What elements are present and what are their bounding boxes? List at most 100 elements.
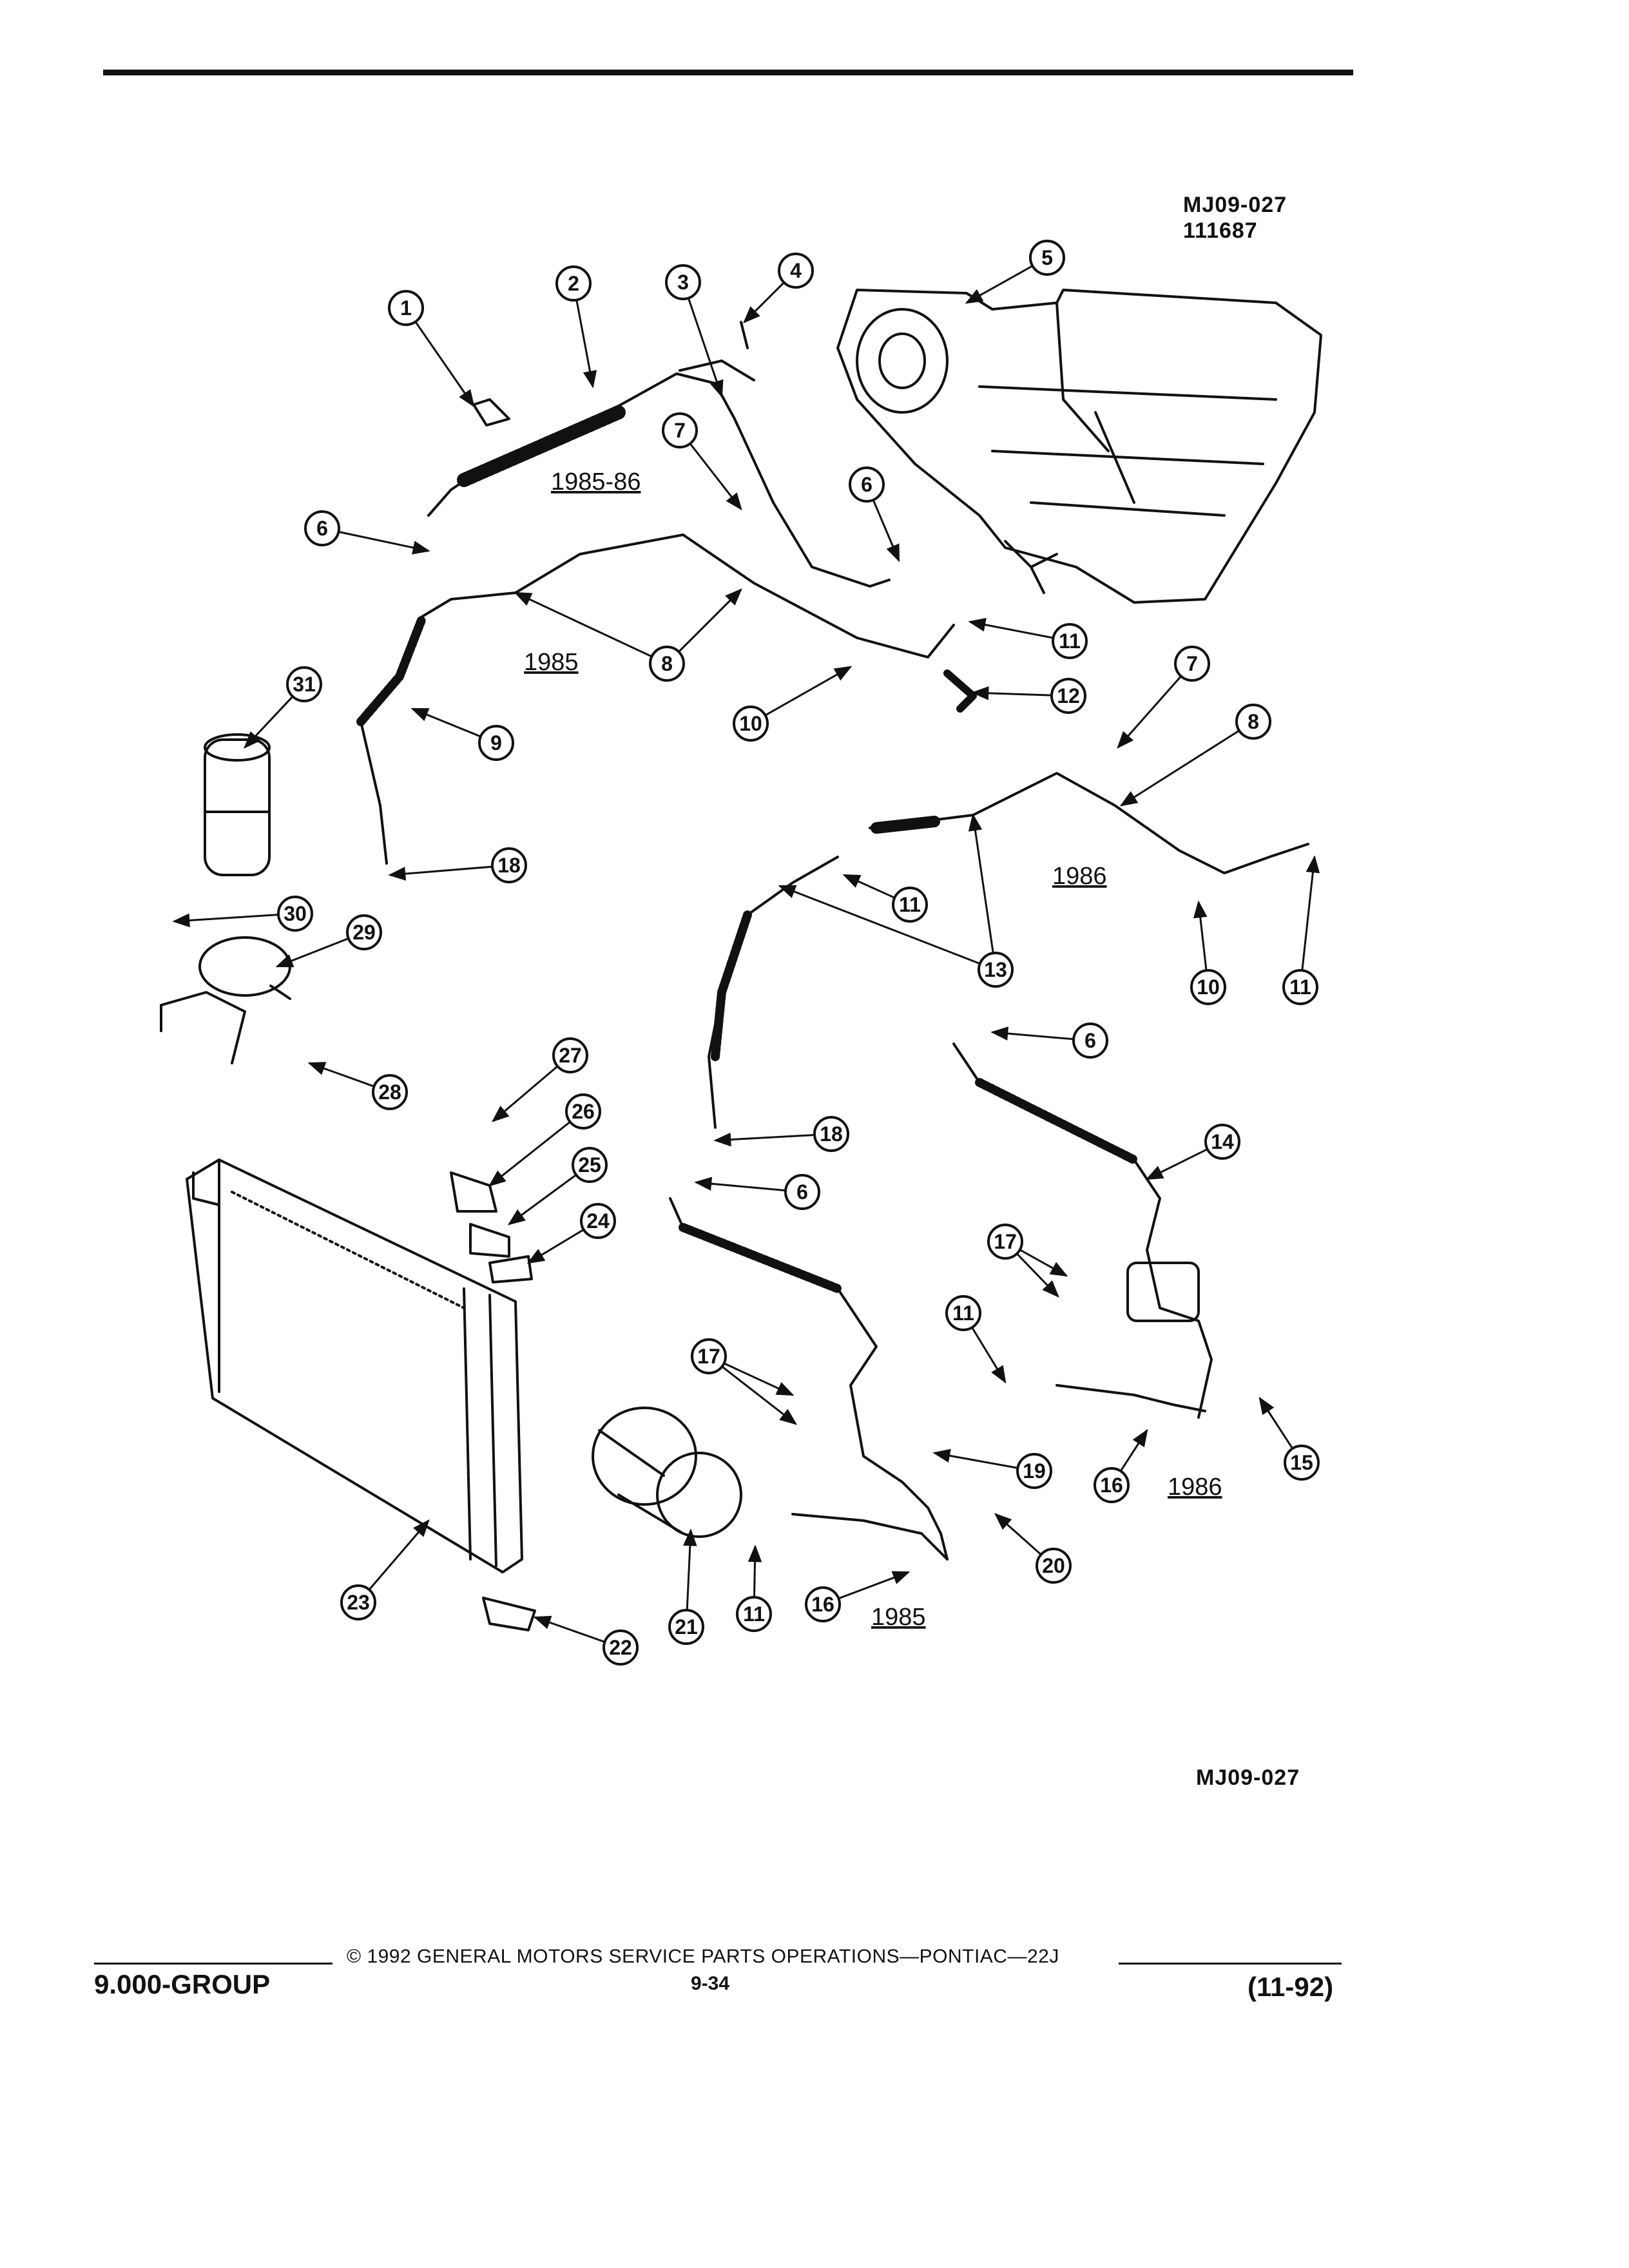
callout-circle <box>1052 623 1088 659</box>
callout-number: 11 <box>899 893 921 916</box>
tube-1986-drawing <box>708 772 1309 1129</box>
callout-circle <box>892 887 928 923</box>
callout-circle <box>1016 1453 1052 1489</box>
callout-6: 6 <box>1072 1023 1108 1059</box>
callout-leader <box>244 695 294 749</box>
callout-circle <box>945 1295 981 1331</box>
callout-number: 17 <box>994 1230 1017 1253</box>
callout-circle <box>580 1203 616 1239</box>
callout-circle <box>552 1037 588 1073</box>
callout-circle <box>565 1093 601 1129</box>
callout-leader <box>723 1362 795 1396</box>
callout-29: 29 <box>346 914 382 950</box>
callout-number: 1 <box>400 296 412 320</box>
callout-number: 7 <box>674 419 686 442</box>
callout-circle <box>1282 969 1318 1005</box>
callout-number: 9 <box>490 731 502 754</box>
callout-18: 18 <box>813 1116 849 1152</box>
callout-leader <box>1258 1396 1294 1450</box>
callout-circle <box>372 1074 408 1110</box>
callout-leader <box>838 1571 911 1600</box>
callout-number: 22 <box>609 1636 632 1659</box>
callout-31: 31 <box>286 666 322 702</box>
callout-circle <box>849 466 885 503</box>
callout-circle <box>1284 1445 1320 1481</box>
callout-number: 10 <box>1197 975 1220 999</box>
callout-circle <box>662 412 698 448</box>
callout-number: 16 <box>1100 1474 1123 1497</box>
callout-number: 17 <box>697 1345 720 1368</box>
figure-code-top: MJ09-027 111687 <box>1183 192 1287 244</box>
callout-19: 19 <box>1016 1453 1052 1489</box>
callout-number: 6 <box>316 517 328 540</box>
callout-25: 25 <box>572 1147 608 1183</box>
callout-number: 24 <box>586 1209 610 1233</box>
callout-number: 16 <box>811 1593 834 1616</box>
callout-leader <box>575 300 597 389</box>
callout-circle <box>1094 1467 1130 1503</box>
screw-drawing <box>740 321 749 349</box>
callout-8: 8 <box>649 646 685 682</box>
callout-20: 20 <box>1036 1548 1072 1584</box>
callout-circle <box>1029 240 1065 276</box>
bracket-drawing <box>160 936 291 1064</box>
callout-leader <box>971 686 1052 700</box>
callout-15: 15 <box>1284 1445 1320 1481</box>
spacer-drawing <box>469 1223 510 1258</box>
callout-number: 8 <box>1248 710 1259 733</box>
callout-number: 11 <box>1289 975 1311 999</box>
callout-number: 12 <box>1057 684 1080 707</box>
callout-leader <box>1119 729 1240 807</box>
year-label: 1985 <box>524 649 579 676</box>
callout-13: 13 <box>978 952 1014 988</box>
hose-1985-drawing <box>669 1197 949 1561</box>
hose-1986-drawing <box>952 1043 1213 1419</box>
callout-26: 26 <box>565 1093 601 1129</box>
callout-6: 6 <box>849 466 885 503</box>
figure-number: 111687 <box>1183 218 1258 243</box>
callout-leader <box>743 282 785 323</box>
callout-leader <box>507 1174 577 1225</box>
callout-number: 29 <box>352 921 376 944</box>
callout-number: 13 <box>984 958 1007 981</box>
callout-number: 6 <box>796 1180 808 1204</box>
callout-11: 11 <box>1052 623 1088 659</box>
callout-leader <box>968 813 994 954</box>
callout-leader <box>1119 1428 1148 1472</box>
callout-number: 11 <box>743 1602 765 1626</box>
callout-number: 10 <box>739 712 762 735</box>
clamp-drawing <box>450 1171 497 1213</box>
callout-leader <box>971 1327 1007 1384</box>
callout-circle <box>1190 969 1226 1005</box>
callout-leader <box>994 1513 1042 1555</box>
callout-circle <box>987 1224 1023 1260</box>
callout-circle <box>805 1586 841 1622</box>
callout-number: 31 <box>293 673 316 696</box>
heater-case-drawing <box>836 289 1322 604</box>
callout-number: 26 <box>572 1100 595 1123</box>
callout-17: 17 <box>987 1224 1023 1260</box>
compressor-drawing <box>592 1407 742 1538</box>
callout-circle <box>491 847 527 883</box>
callout-4: 4 <box>778 253 814 289</box>
callout-circle <box>602 1629 639 1666</box>
callout-leader <box>932 1448 1018 1469</box>
callout-11: 11 <box>945 1295 981 1331</box>
callout-circle <box>1072 1023 1108 1059</box>
callout-circle <box>784 1174 820 1210</box>
callout-number: 19 <box>1023 1459 1046 1483</box>
callout-12: 12 <box>1050 678 1086 714</box>
callout-number: 27 <box>559 1044 582 1067</box>
callout-number: 2 <box>568 272 579 295</box>
callout-circle <box>736 1596 772 1632</box>
callout-circle <box>733 706 769 742</box>
callout-leader <box>747 1544 762 1598</box>
accumulator-drawing <box>204 733 271 876</box>
callout-leader <box>687 298 724 398</box>
callout-circle <box>1235 704 1271 740</box>
year-label: 1985-86 <box>551 468 641 495</box>
callout-number: 20 <box>1042 1554 1065 1577</box>
callout-number: 4 <box>790 259 802 282</box>
callout-number: 11 <box>1059 629 1081 653</box>
callout-number: 6 <box>861 473 872 496</box>
